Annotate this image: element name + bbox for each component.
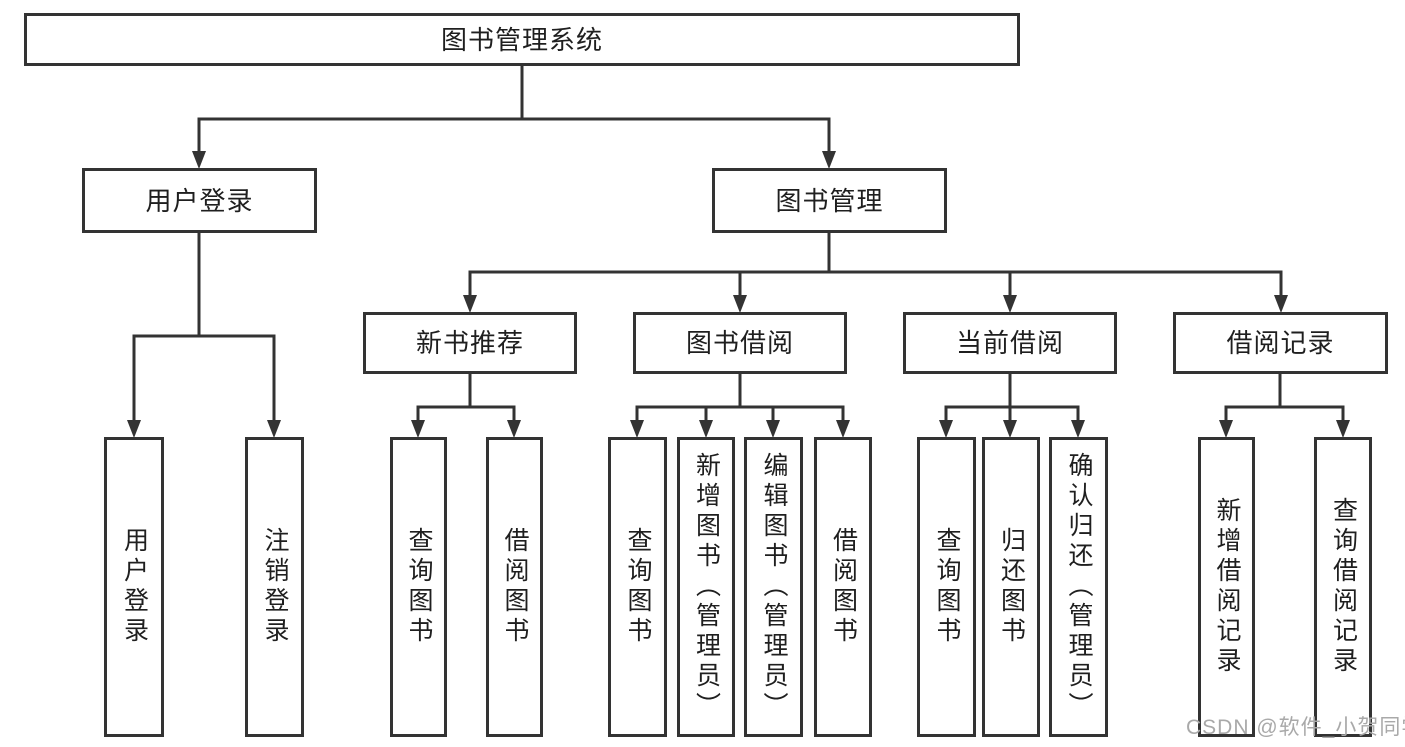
- node-book-management: 图书管理: [712, 168, 947, 233]
- node-current-borrow: 当前借阅: [903, 312, 1117, 374]
- leaf-bb-add-book-admin: 新增图书（管理员）: [677, 437, 735, 737]
- leaf-br-query-record: 查询借阅记录: [1314, 437, 1372, 737]
- leaf-bb-borrow-book: 借阅图书: [814, 437, 872, 737]
- node-borrow-records: 借阅记录: [1173, 312, 1388, 374]
- leaf-bb-edit-book-admin: 编辑图书（管理员）: [744, 437, 803, 737]
- leaf-logout: 注销登录: [245, 437, 304, 737]
- watermark: CSDN @软件_小贺同学: [1186, 716, 1405, 739]
- node-new-book-recommend: 新书推荐: [363, 312, 577, 374]
- leaf-user-login: 用户登录: [104, 437, 164, 737]
- leaf-cb-confirm-return-admin: 确认归还（管理员）: [1049, 437, 1108, 737]
- leaf-cb-query-book: 查询图书: [917, 437, 976, 737]
- leaf-br-add-record: 新增借阅记录: [1198, 437, 1255, 737]
- leaf-rec-borrow-book: 借阅图书: [486, 437, 543, 737]
- leaf-cb-return-book: 归还图书: [982, 437, 1040, 737]
- node-library-management-system: 图书管理系统: [24, 13, 1020, 66]
- leaf-bb-query-book: 查询图书: [608, 437, 667, 737]
- node-book-borrow: 图书借阅: [633, 312, 847, 374]
- node-user-login: 用户登录: [82, 168, 317, 233]
- leaf-rec-query-book: 查询图书: [390, 437, 447, 737]
